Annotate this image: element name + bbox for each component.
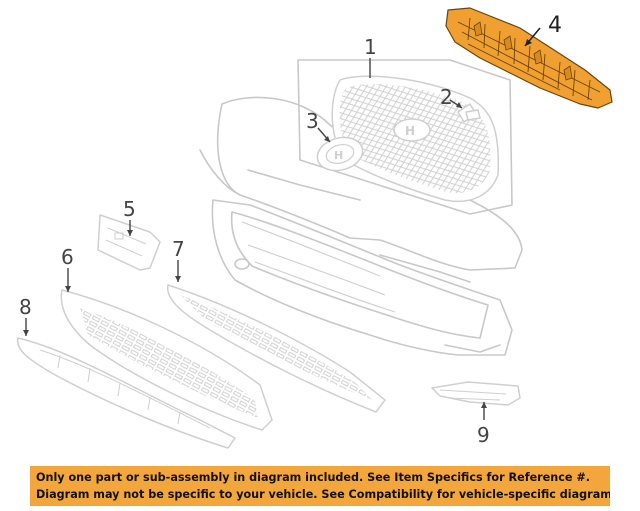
part-5-bracket [97, 214, 161, 271]
leader-lines [23, 27, 541, 420]
part-3-emblem: H [316, 136, 364, 172]
svg-text:H: H [405, 124, 415, 138]
part-1-grille: H [297, 59, 513, 215]
parts-diagram: H H [16, 7, 613, 449]
callout-8: 8 [19, 295, 32, 319]
callout-4: 4 [548, 13, 562, 38]
disclaimer-line-1: Only one part or sub-assembly in diagram… [36, 471, 590, 484]
callout-9: 9 [477, 423, 490, 447]
callout-6: 6 [61, 245, 74, 269]
svg-text:H: H [334, 149, 343, 162]
part-4-absorber [445, 7, 613, 109]
callout-7: 7 [172, 237, 185, 261]
callout-1: 1 [364, 35, 377, 59]
callout-3: 3 [306, 109, 319, 133]
disclaimer-banner: Only one part or sub-assembly in diagram… [30, 466, 610, 506]
part-2-screw [457, 103, 481, 123]
disclaimer-line-2: Diagram may not be specific to your vehi… [36, 488, 610, 501]
callout-2: 2 [440, 85, 453, 109]
callout-5: 5 [123, 197, 136, 221]
part-7-lower-cover [167, 284, 386, 413]
part-9-bezel [431, 381, 521, 406]
part-6-lower-grille [60, 289, 273, 431]
part-8-deflector [16, 337, 236, 449]
bumper-fascia-outline [199, 96, 523, 356]
